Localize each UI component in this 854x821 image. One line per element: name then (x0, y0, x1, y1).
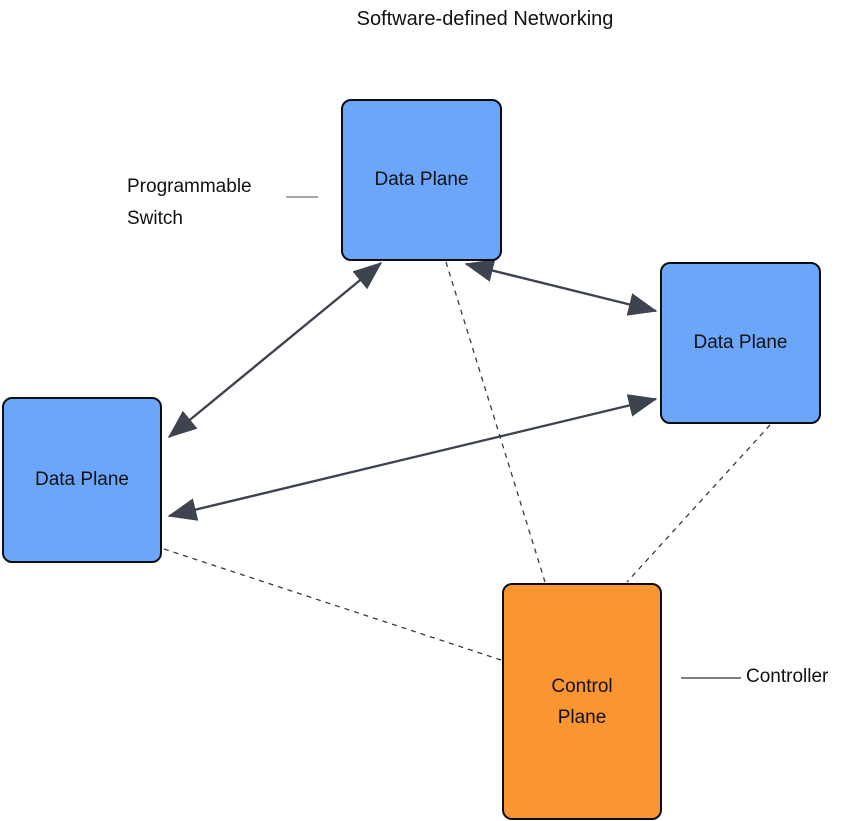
edge-left-to-control-dashed (163, 548, 502, 661)
diagram-title: Software-defined Networking (356, 8, 614, 30)
node-data-plane-right[interactable]: Data Plane (660, 262, 821, 424)
node-data-plane-top[interactable]: Data Plane (341, 99, 502, 261)
node-data-plane-left[interactable]: Data Plane (2, 397, 162, 563)
edge-top-to-control-dashed (445, 261, 546, 583)
node-data-plane-left-label: Data Plane (34, 469, 129, 490)
edge-right-to-control-dashed (626, 424, 771, 583)
annotation-programmable-switch: Programmable Switch (127, 176, 252, 229)
node-data-plane-right-label: Data Plane (693, 332, 788, 353)
node-control-plane[interactable]: Control Plane (502, 583, 662, 820)
node-data-plane-top-label: Data Plane (374, 169, 469, 190)
edge-dataplane-top-right-arrow (464, 259, 658, 316)
node-control-plane-label: Control Plane (551, 675, 613, 728)
edge-dataplane-top-left-arrow (167, 262, 383, 438)
annotation-controller: Controller (746, 666, 829, 687)
edge-dataplane-left-right-arrow (167, 394, 658, 521)
